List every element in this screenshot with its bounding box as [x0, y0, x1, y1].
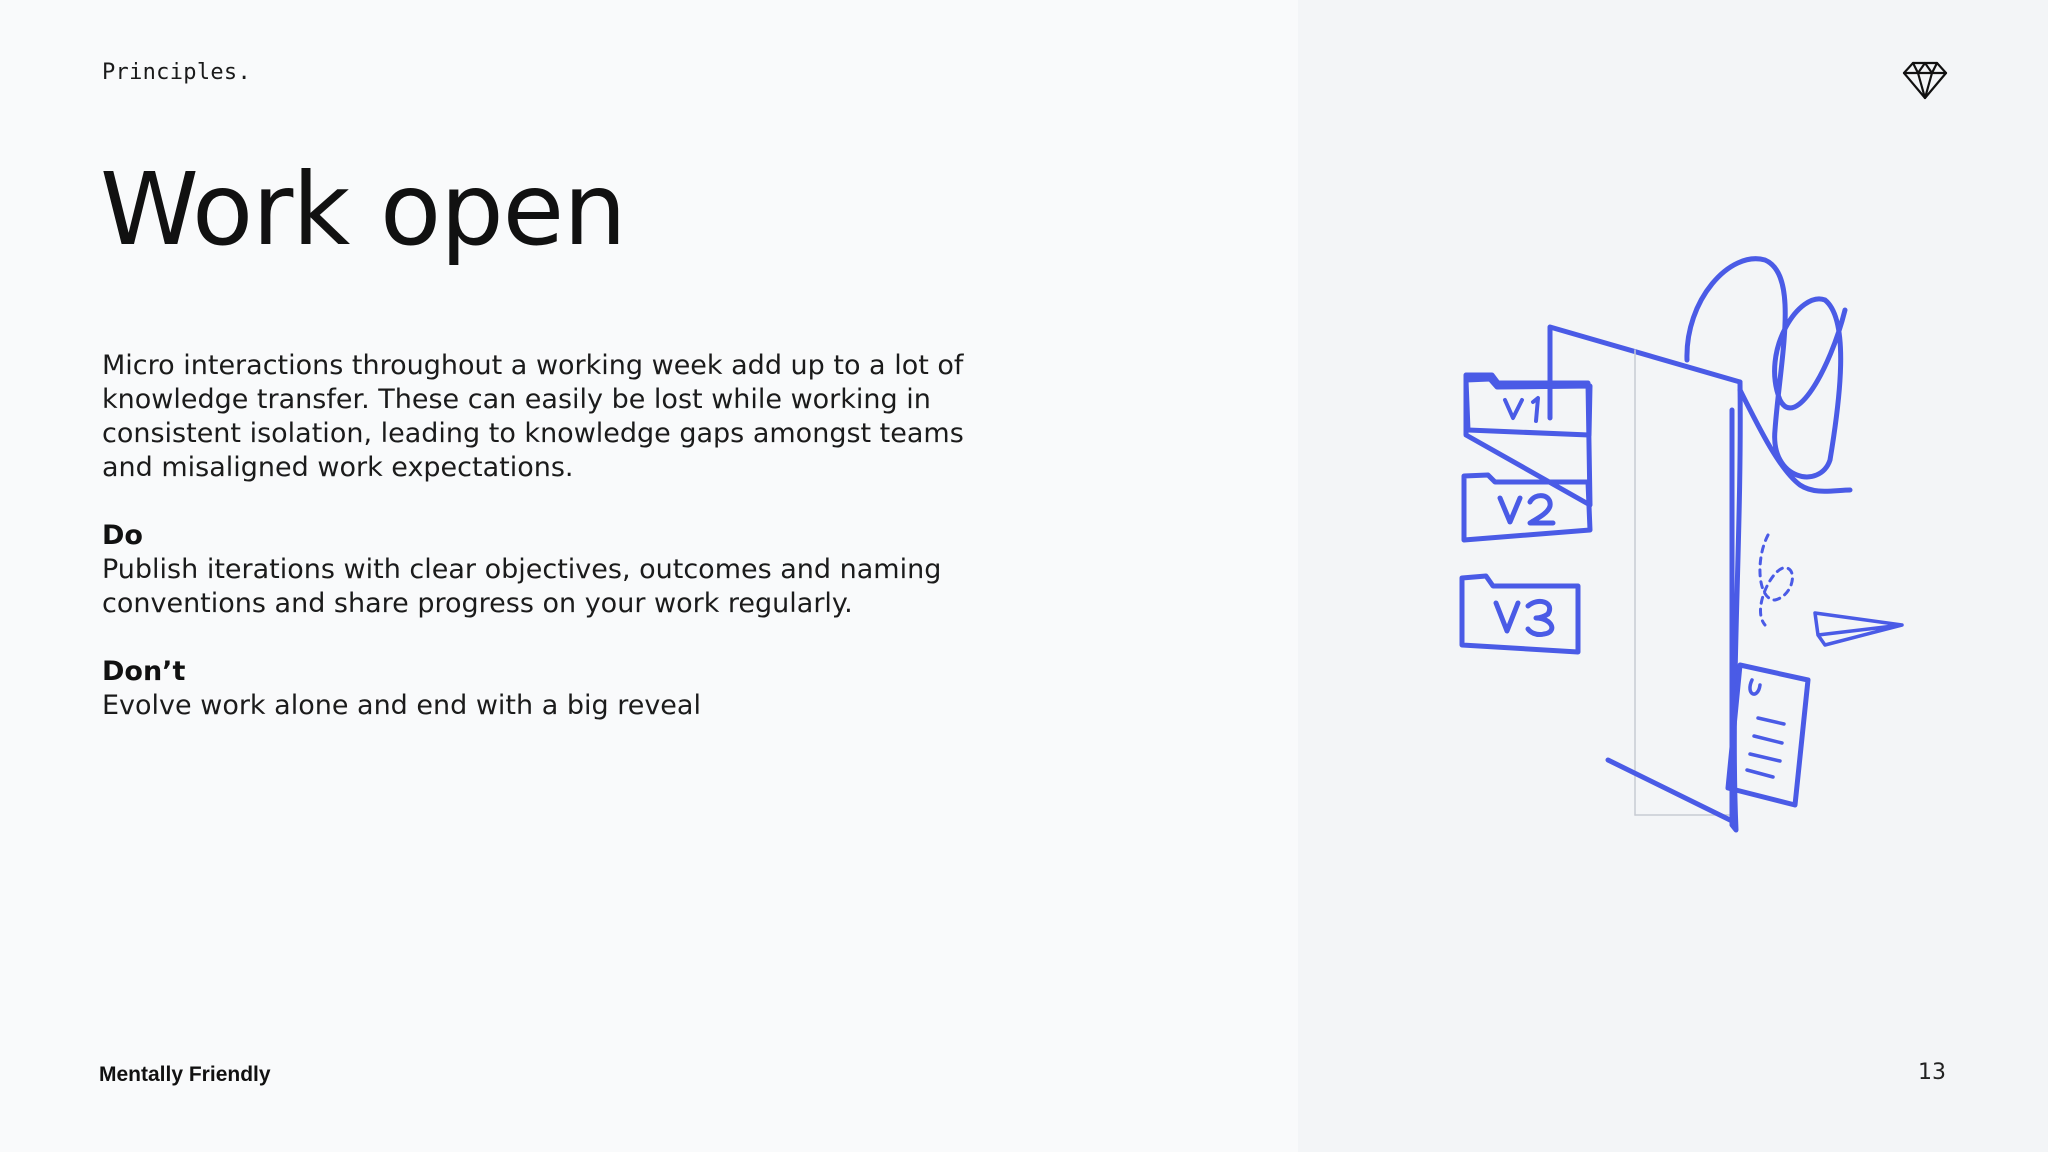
folder-v2-icon — [1461, 472, 1593, 543]
swirl — [1684, 256, 1853, 494]
dont-block: Don’t Evolve work alone and end with a b… — [102, 655, 1002, 723]
do-heading: Do — [102, 520, 143, 551]
intro-paragraph: Micro interactions throughout a working … — [102, 350, 964, 483]
document-lines — [1745, 716, 1786, 779]
content-panel — [0, 0, 1298, 1152]
pencil-mark — [1758, 533, 1794, 627]
footer-brand: Mentally Friendly — [99, 1063, 271, 1086]
document-icon — [1725, 662, 1811, 808]
door-frame — [1547, 324, 1743, 421]
paper-plane-icon — [1813, 611, 1904, 647]
page-number: 13 — [1918, 1060, 1946, 1085]
dont-text: Evolve work alone and end with a big rev… — [102, 690, 701, 721]
do-block: Do Publish iterations with clear objecti… — [102, 519, 1002, 621]
diamond-icon — [1902, 61, 1948, 100]
v1-label — [1503, 396, 1540, 423]
dont-heading: Don’t — [102, 656, 186, 687]
do-text: Publish iterations with clear objectives… — [102, 554, 942, 619]
illustration-panel — [1298, 0, 2048, 1152]
page-title: Work open — [100, 151, 627, 268]
v2-label — [1497, 493, 1556, 526]
work-open-illustration — [1459, 256, 1904, 833]
door-bottom — [1605, 757, 1733, 823]
door — [1729, 379, 1743, 833]
document-clip — [1748, 678, 1762, 696]
folder-v1-icon — [1463, 372, 1593, 508]
folder-v3-icon — [1459, 573, 1581, 655]
principle-content: Micro interactions throughout a working … — [102, 349, 1002, 723]
section-label: Principles. — [102, 60, 251, 85]
v3-label — [1493, 598, 1555, 637]
